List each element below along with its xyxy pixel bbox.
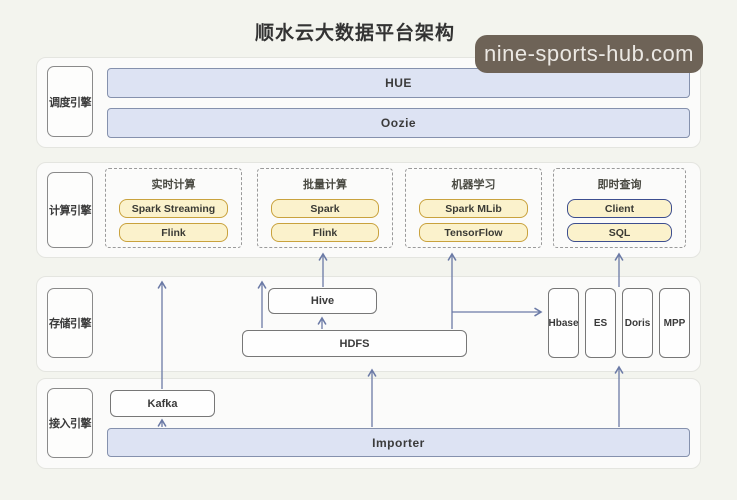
node-hue: HUE [107,68,690,98]
node-mpp: MPP [659,288,690,358]
node-hdfs-label: HDFS [339,337,370,350]
label-access-engine: 接入引擎 [47,388,93,458]
node-spark: Spark [271,199,379,218]
node-spark-mlib: Spark MLib [419,199,528,218]
node-importer: Importer [107,428,690,457]
node-flink-realtime: Flink [119,223,228,242]
group-realtime-computing: 实时计算 Spark Streaming Flink [105,168,242,248]
group-machine-learning: 机器学习 Spark MLib TensorFlow [405,168,542,248]
node-tensorflow: TensorFlow [419,223,528,242]
label-computing-text: 计算引擎 [49,205,92,217]
node-hue-label: HUE [385,76,412,90]
node-hdfs: HDFS [242,330,467,357]
node-flink-batch: Flink [271,223,379,242]
group-realtime-title: 实时计算 [151,179,196,191]
node-oozie: Oozie [107,108,690,138]
label-scheduling-engine: 调度引擎 [47,66,93,137]
node-hbase-label: Hbase [548,317,579,329]
node-doris-label: Doris [624,317,651,329]
group-instant-query: 即时查询 Client SQL [553,168,686,248]
label-scheduling-text: 调度引擎 [49,96,92,109]
group-query-title: 即时查询 [597,179,642,191]
node-hive-label: Hive [310,295,335,307]
label-computing-engine: 计算引擎 [47,172,93,248]
page-title: 顺水云大数据平台架构 [254,23,455,44]
node-es-label: ES [593,317,608,329]
label-access-text: 接入引擎 [49,418,92,430]
node-kafka: Kafka [110,390,215,417]
node-hbase: Hbase [548,288,579,358]
node-client: Client [567,199,672,218]
label-storage-engine: 存储引擎 [47,288,93,358]
node-kafka-label: Kafka [147,397,178,410]
node-sql: SQL [567,223,672,242]
node-hive: Hive [268,288,377,314]
group-batch-computing: 批量计算 Spark Flink [257,168,393,248]
node-mpp-label: MPP [663,317,686,329]
node-spark-streaming: Spark Streaming [119,199,228,218]
node-oozie-label: Oozie [380,116,417,130]
group-batch-title: 批量计算 [303,179,347,191]
node-es: ES [585,288,616,358]
node-importer-label: Importer [372,435,425,450]
watermark-badge: nine-sports-hub.com [475,35,703,73]
group-ml-title: 机器学习 [451,179,496,191]
label-storage-text: 存储引擎 [49,318,92,330]
node-doris: Doris [622,288,653,358]
watermark-text: nine-sports-hub.com [483,41,695,66]
